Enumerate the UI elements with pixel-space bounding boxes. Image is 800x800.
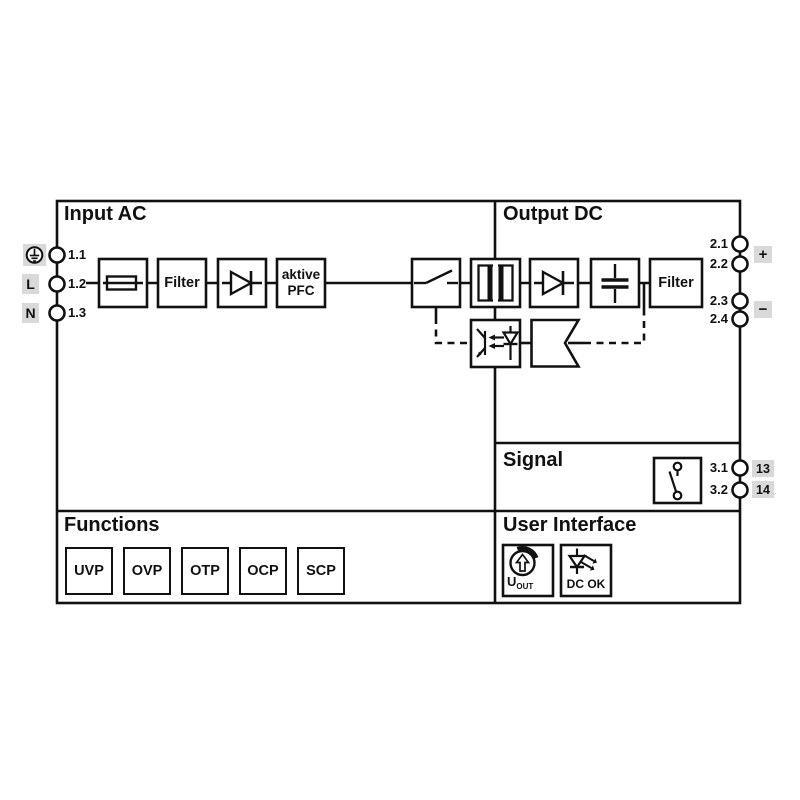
section-title-functions: Functions xyxy=(64,514,160,536)
function-box-scp: SCP xyxy=(297,547,345,595)
uout-symbol: U xyxy=(507,574,517,589)
diagram-outer-frame xyxy=(55,199,742,605)
output-filter-label: Filter xyxy=(658,275,694,291)
fuse-icon xyxy=(103,275,143,291)
function-box-uvp: UVP xyxy=(65,547,113,595)
signal-contact-badge-13: 13 xyxy=(752,460,774,477)
transformer-icon xyxy=(477,264,514,302)
pfc-label-line2: PFC xyxy=(287,283,315,298)
terminal-label-1-2: 1.2 xyxy=(68,276,87,291)
output-filter-block xyxy=(648,257,704,309)
function-box-ocp: OCP xyxy=(239,547,287,595)
function-box-ovp: OVP xyxy=(123,547,171,595)
regulator-block xyxy=(530,318,581,368)
terminal-2-3 xyxy=(731,292,749,310)
diode-icon xyxy=(222,269,262,297)
terminal-1-1 xyxy=(48,246,66,264)
terminal-2-2 xyxy=(731,255,749,273)
uout-subscript: OUT xyxy=(516,582,534,591)
function-box-otp: OTP xyxy=(181,547,229,595)
section-title-user-interface: User Interface xyxy=(503,514,637,536)
terminal-2-4 xyxy=(731,310,749,328)
terminal-3-2 xyxy=(731,481,749,499)
switch-icon xyxy=(414,269,458,285)
feedback-dashed-right xyxy=(584,309,646,345)
section-title-output-dc: Output DC xyxy=(503,203,603,225)
terminal-3-1 xyxy=(731,459,749,477)
terminal-label-1-1: 1.1 xyxy=(68,247,87,262)
pfc-block xyxy=(275,257,327,309)
line-terminal-badge: L xyxy=(22,274,39,294)
pfc-label-line1: aktive xyxy=(281,267,321,282)
optocoupler-icon xyxy=(476,326,520,360)
terminal-1-3 xyxy=(48,304,66,322)
uout-dial-icon xyxy=(509,546,539,577)
input-filter-block xyxy=(156,257,208,309)
input-filter-label: Filter xyxy=(164,275,200,291)
led-icon xyxy=(567,548,597,574)
section-title-signal: Signal xyxy=(503,449,564,471)
diode-icon xyxy=(534,269,574,297)
terminal-label-2-3: 2.3 xyxy=(709,293,728,308)
relay-contact-icon xyxy=(668,461,683,501)
earth-ground-icon xyxy=(23,244,46,266)
plus-polarity-badge: + xyxy=(754,246,772,263)
minus-polarity-badge: − xyxy=(754,301,772,318)
terminal-2-1 xyxy=(731,235,749,253)
signal-contact-badge-14: 14 xyxy=(752,481,774,498)
terminal-label-2-4: 2.4 xyxy=(709,311,728,326)
terminal-1-2 xyxy=(48,275,66,293)
terminal-label-3-1: 3.1 xyxy=(709,460,728,475)
dc-ok-label: DC OK xyxy=(566,576,606,591)
terminal-label-3-2: 3.2 xyxy=(709,482,728,497)
terminal-label-1-3: 1.3 xyxy=(68,305,87,320)
capacitor-icon xyxy=(601,264,629,303)
feedback-dashed-left xyxy=(434,317,470,345)
section-title-input-ac: Input AC xyxy=(64,203,147,225)
terminal-label-2-2: 2.2 xyxy=(709,256,728,271)
neutral-terminal-badge: N xyxy=(22,303,39,323)
terminal-label-2-1: 2.1 xyxy=(709,236,728,251)
pfc-label: aktive PFC xyxy=(277,259,325,307)
dc-ok-led-block xyxy=(559,543,613,598)
uout-label: UOUT xyxy=(507,574,533,591)
